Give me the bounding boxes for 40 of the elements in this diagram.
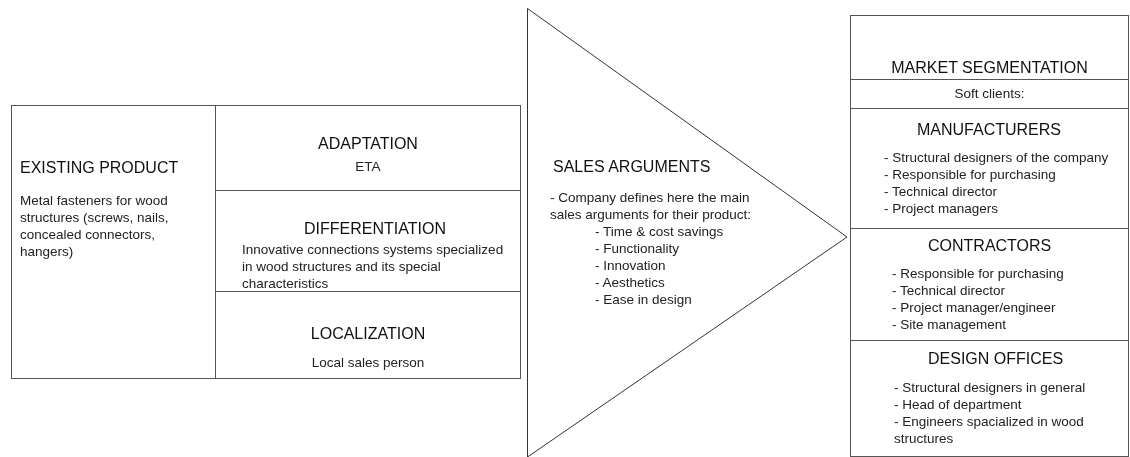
list-item: - Responsible for purchasing — [891, 265, 1065, 282]
list-item: - Project manager/engineer — [891, 299, 1057, 316]
list-item: - Structural designers of the company — [883, 149, 1110, 166]
list-item: - Time & cost savings — [594, 223, 725, 240]
heading-text: DESIGN OFFICES — [927, 349, 1065, 369]
manufacturers-cell — [850, 108, 1129, 229]
contractors-cell — [850, 228, 1129, 341]
list-item: - Responsible for purchasing — [883, 166, 1057, 183]
design-offices-cell — [850, 340, 1129, 457]
soft-clients-cell — [850, 79, 1129, 109]
heading-text: Soft clients: — [954, 85, 1025, 102]
list-item: - Structural designers in general — [893, 379, 1087, 396]
description-text: ETA — [355, 158, 381, 175]
list-item: - Ease in design — [594, 291, 693, 308]
heading-text: EXISTING PRODUCT — [20, 158, 180, 178]
heading-text: LOCALIZATION — [310, 324, 426, 344]
list-item: - Engineers spacialized in wood structures — [893, 413, 1085, 447]
segmentation-header-cell — [850, 15, 1129, 80]
heading-text: SALES ARGUMENTS — [552, 157, 712, 177]
heading-text: DIFFERENTIATION — [303, 219, 446, 239]
heading-text: ADAPTATION — [318, 134, 418, 154]
description-text: Local sales person — [311, 354, 425, 371]
triangle-panel — [527, 8, 849, 457]
list-item: - Head of department — [893, 396, 1023, 413]
list-item: - Aesthetics — [594, 274, 666, 291]
heading-text: MANUFACTURERS — [916, 120, 1062, 140]
adaptation-cell — [215, 105, 521, 191]
product-cell — [11, 105, 216, 379]
description-text: Metal fasteners for wood structures (screws, nails, concealed connectors, hangers) — [20, 192, 170, 260]
list-item: - Innovation — [594, 257, 667, 274]
localization-cell — [215, 291, 521, 379]
heading-text: MARKET SEGMENTATION — [891, 58, 1088, 78]
list-item: - Project managers — [883, 200, 1000, 217]
list-item: - Functionality — [594, 240, 681, 257]
heading-text: CONTRACTORS — [927, 236, 1053, 256]
description-text: Innovative connections systems specialized in wood structures and its special characteristics — [241, 241, 505, 292]
list-item: - Technical director — [883, 183, 999, 200]
list-item: - Company defines here the main sales arguments for their product: — [550, 189, 753, 223]
list-item: - Site management — [891, 316, 1008, 333]
list-item: - Technical director — [891, 282, 1007, 299]
